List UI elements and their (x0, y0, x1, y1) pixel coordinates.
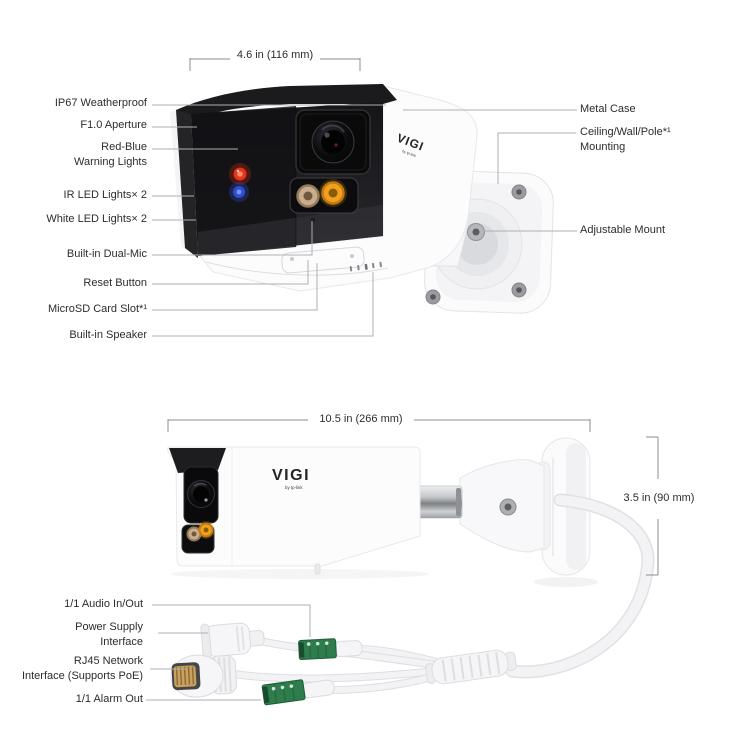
warning-leds (229, 163, 251, 202)
dimension-height-side: 3.5 in (90 mm) (623, 492, 695, 504)
callout-reset-button: Reset Button (83, 277, 147, 289)
dimension-length-side: 10.5 in (266 mm) (319, 413, 403, 425)
breakout-cables (230, 636, 440, 694)
callout-rj45-network: RJ45 Network Interface (Supports PoE) (21, 655, 143, 682)
adjustable-mount-pivot (467, 223, 485, 241)
callout-power-supply: Power Supply Interface (75, 621, 143, 648)
camera-lens-front (295, 109, 371, 175)
camera-side-view-illustration: VIGI by tp-link (167, 437, 655, 706)
callout-microsd-slot: MicroSD Card Slot*¹ (47, 303, 147, 315)
dimension-brackets (167, 58, 659, 576)
vigi-logo-sub-front: by tp-link (402, 149, 417, 158)
camera-lens-side (183, 466, 219, 524)
audio-terminal-connector (298, 638, 363, 661)
callout-warning-lights: Red-Blue Warning Lights (74, 141, 147, 168)
mic-hole (310, 217, 316, 223)
adjustable-mount-side (459, 459, 545, 553)
led-panel-side (181, 521, 215, 554)
vigi-logo-sub-side: by tp-link (285, 485, 303, 490)
callout-dual-mic: Built-in Dual-Mic (66, 248, 147, 260)
ir-led (296, 184, 320, 208)
callout-audio-in-out: 1/1 Audio In/Out (64, 598, 143, 610)
callout-metal-case: Metal Case (580, 103, 636, 115)
vigi-logo-side: VIGI (272, 467, 310, 484)
power-supply-connector (200, 622, 265, 660)
callout-ir-led-lights: IR LED Lights× 2 (63, 189, 147, 201)
callout-f1-aperture: F1.0 Aperture (80, 119, 147, 131)
camera-body-side: VIGI by tp-link (175, 446, 421, 575)
callout-ip67-weatherproof: IP67 Weatherproof (54, 97, 147, 109)
pigtail-cable (505, 493, 655, 679)
camera-front-view-illustration: VIGI by tp-link (170, 84, 554, 314)
weatherproof-visor-front (170, 84, 397, 258)
callout-alarm-out: 1/1 Alarm Out (75, 693, 143, 705)
white-led (319, 179, 347, 207)
speaker-grille (349, 261, 382, 272)
callout-adjustable-mount: Adjustable Mount (580, 224, 665, 236)
led-panel-front (289, 177, 359, 214)
dimension-width-front: 4.6 in (116 mm) (236, 49, 314, 61)
callout-mounting: Ceiling/Wall/Pole*¹ Mounting (580, 126, 671, 153)
rj45-connector (170, 654, 237, 698)
alarm-terminal-connector (261, 679, 335, 706)
callout-leader-lines (146, 104, 577, 701)
cable-splitter-hub (425, 649, 517, 685)
callout-white-led-lights: White LED Lights× 2 (46, 213, 147, 225)
callout-speaker: Built-in Speaker (69, 329, 147, 341)
